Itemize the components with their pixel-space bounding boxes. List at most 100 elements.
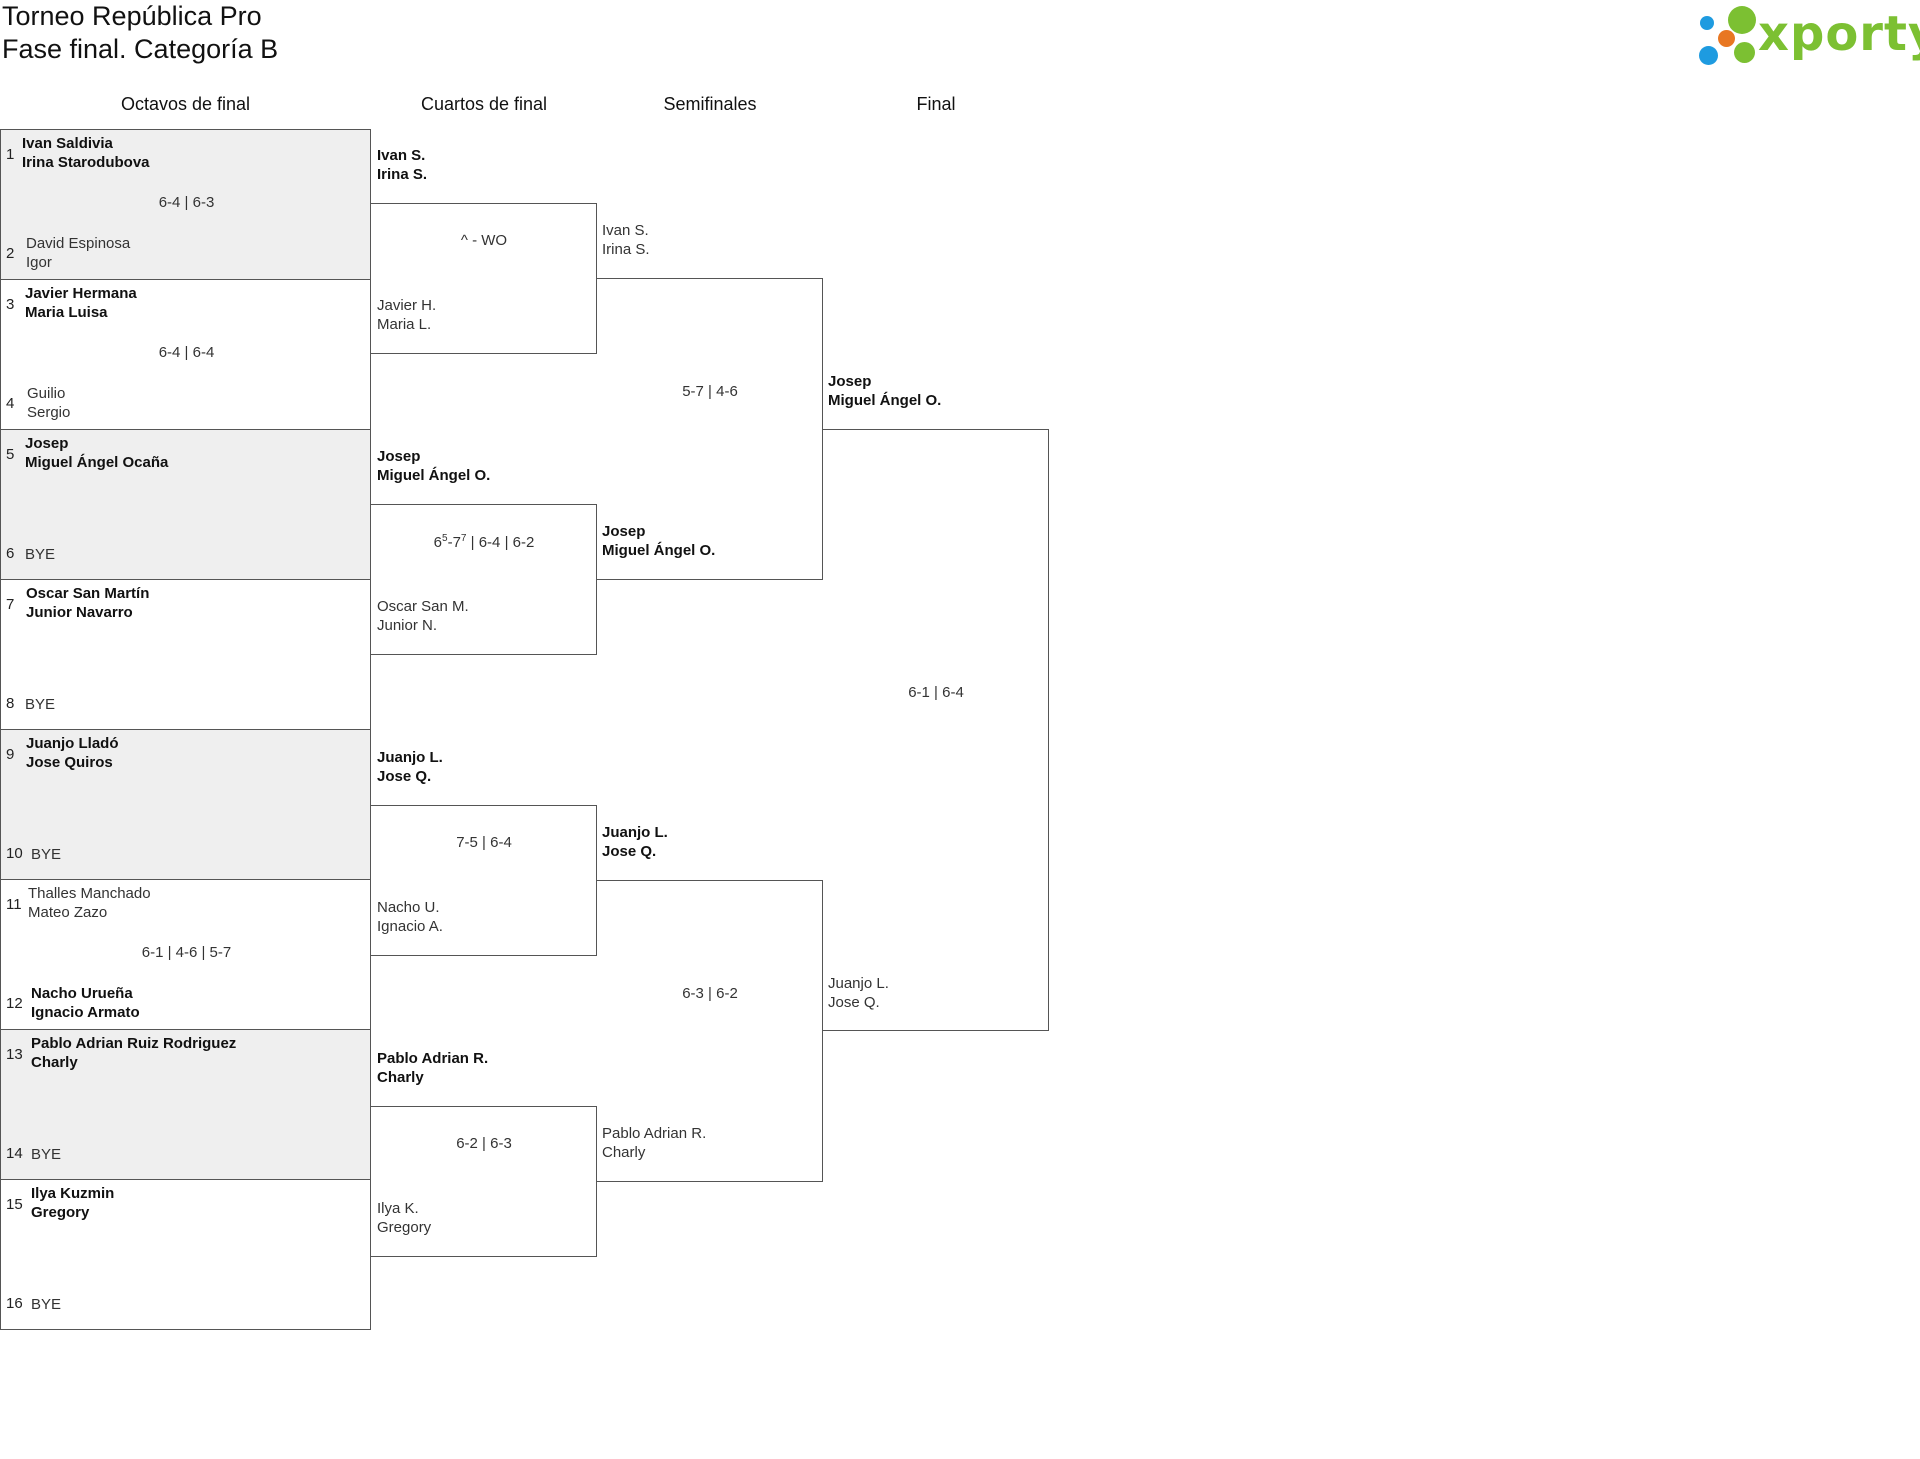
pair-bottom: BYE [31, 845, 61, 864]
cuartos-4-top: Pablo Adrian R. Charly [377, 1049, 488, 1087]
player: Oscar San M. [377, 598, 469, 615]
player: Juanjo Lladó [26, 735, 119, 752]
round-header-final: Final [916, 94, 956, 114]
player: BYE [31, 1146, 62, 1163]
player: Ilya Kuzmin [31, 1185, 115, 1202]
player: Jose Q. [828, 994, 880, 1011]
player: Javier H. [377, 297, 437, 314]
bracket-connector-semis-1 [597, 278, 823, 580]
tiebreak: 5 [442, 533, 448, 544]
player: BYE [31, 846, 62, 863]
cuartos-1-top: Ivan S. Irina S. [377, 146, 427, 184]
cuartos-3-top: Juanjo L.Jose Q. [377, 748, 443, 786]
seed-number: 10 [6, 845, 23, 862]
round-header-octavos: Octavos de final [120, 94, 251, 114]
seed-number: 6 [6, 545, 15, 562]
semis-2-top: Juanjo L.Jose Q. [602, 823, 668, 861]
player: Josep [602, 523, 646, 540]
seed-number: 5 [6, 446, 15, 463]
seed-number: 12 [6, 995, 23, 1012]
xporty-logo: xporty [1692, 2, 1920, 72]
tournament-title: Torneo República Pro [2, 1, 262, 31]
player: Pablo Adrian R. [377, 1050, 489, 1067]
player: BYE [25, 546, 56, 563]
logo-wordmark: xporty [1758, 6, 1920, 62]
player: Ilya K. [377, 1200, 419, 1217]
player: Jose Q. [377, 768, 432, 785]
cuartos-1-score: ^ - WO [460, 232, 508, 249]
cuartos-4-bottom: Ilya K. Gregory [377, 1199, 431, 1237]
cuartos-4-score: 6-2 | 6-3 [456, 1135, 512, 1152]
player: Josep [25, 435, 69, 452]
bracket-connector-cuartos-1 [371, 203, 597, 354]
player: Igor [26, 254, 52, 271]
seed-number: 14 [6, 1145, 23, 1162]
player: BYE [31, 1296, 62, 1313]
final-score: 6-1 | 6-4 [908, 684, 964, 701]
seed-number: 2 [6, 245, 15, 262]
pair-bottom: BYE [25, 695, 55, 714]
player: Junior Navarro [26, 604, 133, 621]
semis-2-bottom: Pablo Adrian R. Charly [602, 1124, 706, 1162]
player: Maria Luisa [25, 304, 108, 321]
player: Gregory [377, 1219, 432, 1236]
seed-number: 9 [6, 746, 15, 763]
seed-number: 16 [6, 1295, 23, 1312]
player: Charly [377, 1069, 424, 1086]
player: Pablo Adrian R. [602, 1125, 707, 1142]
player: Josep [377, 448, 421, 465]
player: Jose Quiros [26, 754, 113, 771]
semis-2-score: 6-3 | 6-2 [682, 985, 738, 1002]
player: Nacho Urueña [31, 985, 133, 1002]
player: Juanjo L. [828, 975, 889, 992]
pair-bottom: BYE [31, 1295, 61, 1314]
bracket-connector-final [823, 429, 1049, 1031]
player: Mateo Zazo [28, 904, 108, 921]
bracket-connector-cuartos-4 [371, 1106, 597, 1257]
match-score: 6-4 | 6-4 [158, 344, 215, 361]
logo-dot-blue-large [1699, 46, 1718, 65]
player: Irina S. [377, 166, 428, 183]
semis-1-score: 5-7 | 4-6 [682, 383, 738, 400]
player: Ivan S. [377, 147, 426, 164]
seed-number: 11 [6, 896, 22, 913]
pair-bottom: BYE [31, 1145, 61, 1164]
bracket-connector-cuartos-2 [371, 504, 597, 655]
player: Ignacio Armato [31, 1004, 140, 1021]
tiebreak: 7 [460, 533, 467, 544]
player: BYE [25, 696, 56, 713]
match-score: 6-4 | 6-3 [158, 194, 215, 211]
player: Thalles Manchado [28, 885, 151, 902]
player: Miguel Ángel Ocaña [25, 454, 169, 471]
player: Charly [31, 1054, 78, 1071]
cuartos-2-score: 65-77 | 6-4 | 6-2 [371, 533, 597, 551]
bracket-connector-semis-2 [597, 880, 823, 1182]
pair-bottom: BYE [25, 545, 55, 564]
player: Ivan Saldivia [22, 135, 113, 152]
player: Josep [828, 373, 872, 390]
player: Junior N. [377, 617, 438, 634]
cuartos-2-bottom: Oscar San M. Junior N. [377, 597, 469, 635]
player: Javier Hermana [25, 285, 137, 302]
round-header-cuartos: Cuartos de final [420, 94, 548, 114]
player: Charly [602, 1144, 646, 1161]
phase-subtitle: Fase final. Categoría B [2, 34, 279, 64]
